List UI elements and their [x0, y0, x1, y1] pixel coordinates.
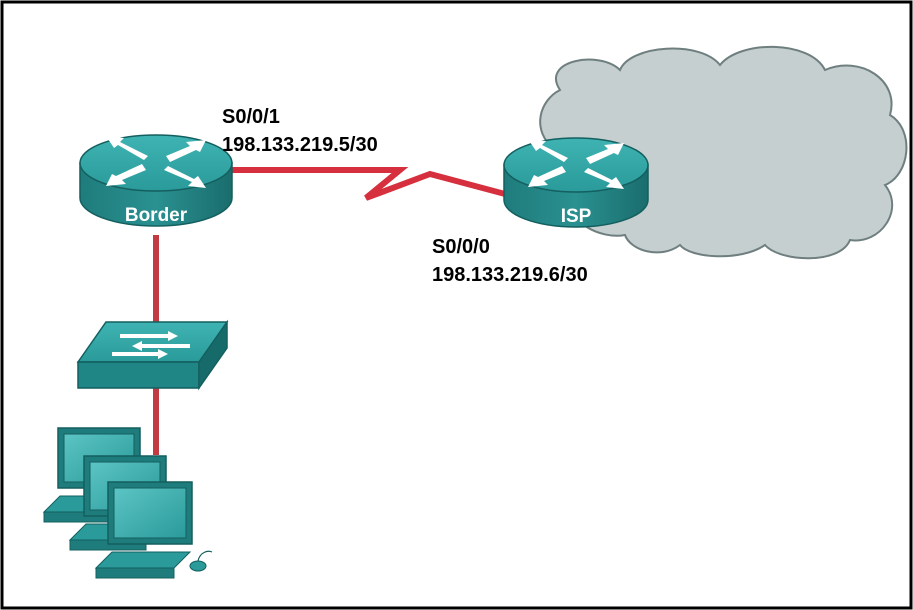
isp-interface-label: S0/0/0 [432, 236, 490, 258]
router-border: Border [79, 134, 233, 227]
switch-icon [76, 319, 229, 391]
serial-link [225, 167, 521, 201]
router-isp: ISP [503, 137, 649, 228]
isp-ip-label: 198.133.219.6/30 [432, 264, 588, 286]
workstation-icon [42, 427, 213, 579]
border-interface-label: S0/0/1 [222, 106, 280, 128]
router-border-label: Border [125, 205, 188, 226]
router-arrows-icon [106, 136, 206, 188]
border-ip-label: 198.133.219.5/30 [222, 134, 378, 156]
router-arrows-icon [528, 139, 624, 189]
router-isp-label: ISP [561, 206, 592, 227]
